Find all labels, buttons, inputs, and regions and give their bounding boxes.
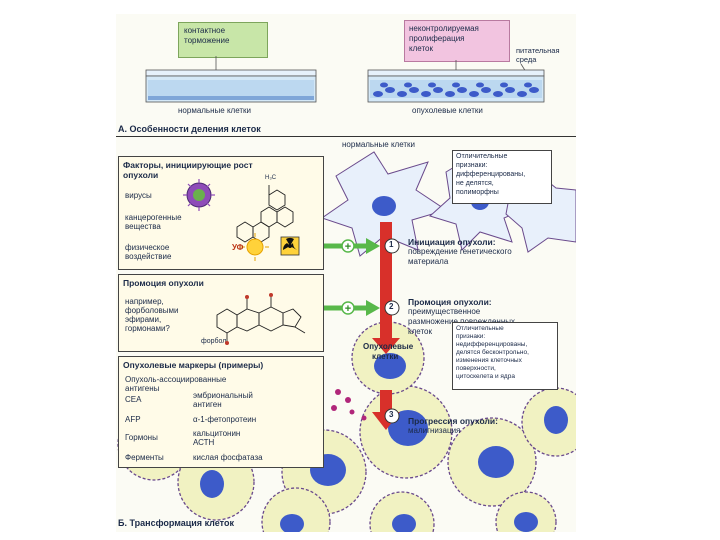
- cea-text-2: антиген: [193, 400, 222, 409]
- step1-text-2: материала: [408, 257, 448, 266]
- step2-text-3: клеток: [408, 327, 432, 336]
- hormones-text-1: кальцитонин: [193, 429, 240, 438]
- tumor-prop-4: делятся бесконтрольно,: [456, 349, 529, 356]
- normal-prop-1: Отличительные: [456, 153, 507, 161]
- factors-illustrations: [119, 157, 323, 269]
- step2-text-1: преимущественное: [408, 307, 480, 316]
- uv-label: УФ: [232, 243, 244, 252]
- tumor-markers-box: Опухолевые маркеры (примеры) Опухоль-асс…: [118, 356, 324, 468]
- step3-text: малигнизация: [408, 426, 460, 435]
- tumor-cells-label-2: клетки: [372, 352, 398, 361]
- step1-text-1: повреждение генетического: [408, 247, 512, 256]
- normal-nucleus-1: [372, 196, 396, 216]
- normal-cells-dish: [146, 70, 316, 102]
- normal-cells-top-label: нормальные клетки: [342, 140, 415, 149]
- tumor-prop-2: признаки:: [456, 333, 485, 340]
- radiation-icon: [281, 237, 299, 255]
- normal-cells-caption: нормальные клетки: [178, 106, 251, 115]
- promotion-side-arrow: +: [322, 300, 380, 316]
- antigens-label-2: антигены: [125, 384, 159, 393]
- afp-label: AFP: [125, 415, 141, 424]
- step1-title: Инициация опухоли:: [408, 237, 496, 247]
- svg-text:+: +: [345, 241, 351, 253]
- uv-sun-icon: [241, 233, 269, 261]
- normal-properties-box: Отличительные признаки: дифференцированы…: [452, 150, 552, 204]
- tumor-properties-box: Отличительные признаки: недифференцирова…: [452, 322, 558, 390]
- step2-number: 2: [389, 302, 393, 311]
- step3-title: Прогрессия опухоли:: [408, 416, 498, 426]
- normal-prop-2: признаки:: [456, 162, 487, 170]
- step3-number: 3: [389, 410, 393, 419]
- cea-label: CEA: [125, 395, 141, 404]
- promotion-example-3: эфирами,: [125, 315, 161, 324]
- promotion-box: Промоция опухоли например, форболовыми э…: [118, 274, 324, 352]
- tumor-prop-3: недифференцированы,: [456, 341, 527, 348]
- promotion-example-4: гормонами?: [125, 324, 170, 333]
- promotion-example-1: например,: [125, 297, 164, 306]
- tumor-cells-dish: [368, 70, 544, 102]
- promotion-example-2: форболовыми: [125, 306, 179, 315]
- cea-text-1: эмбриональный: [193, 391, 253, 400]
- afp-text: α-1-фетопротеин: [193, 415, 256, 424]
- svg-text:+: +: [345, 303, 351, 315]
- markers-title: Опухолевые маркеры (примеры): [123, 360, 263, 370]
- antigens-label-1: Опухоль-ассоциированные: [125, 375, 226, 384]
- hormones-text-2: АСТН: [193, 438, 214, 447]
- section-b-title: Б. Трансформация клеток: [118, 518, 234, 528]
- tumor-cells-caption: опухолевые клетки: [412, 106, 483, 115]
- tumor-prop-7: цитоскелета и ядра: [456, 373, 515, 380]
- carcinogen-molecule-icon: [237, 185, 293, 242]
- tumor-cells-label-1: Опухолевые: [363, 342, 413, 351]
- tumor-prop-5: изменения клеточных: [456, 357, 522, 364]
- diagram-sheet: контактное торможение неконтролируемая п…: [116, 14, 576, 532]
- normal-prop-3: дифференцированы,: [456, 171, 525, 179]
- normal-prop-5: полиморфны: [456, 189, 499, 197]
- enzymes-label: Ферменты: [125, 453, 164, 462]
- phorbol-molecule-icon: [207, 285, 317, 345]
- promotion-title: Промоция опухоли: [123, 278, 204, 288]
- tumor-prop-6: поверхности,: [456, 365, 496, 372]
- initiating-factors-box: Факторы, инициирующие рост опухоли вирус…: [118, 156, 324, 270]
- virus-icon: [183, 179, 215, 211]
- step1-number: 1: [389, 240, 393, 249]
- marker-dots: [331, 389, 367, 421]
- normal-prop-4: не делятся,: [456, 180, 494, 188]
- tumor-prop-1: Отличительные: [456, 325, 504, 332]
- hormones-label: Гормоны: [125, 433, 158, 442]
- step2-title: Промоция опухоли:: [408, 297, 492, 307]
- enzymes-text: кислая фосфатаза: [193, 453, 263, 462]
